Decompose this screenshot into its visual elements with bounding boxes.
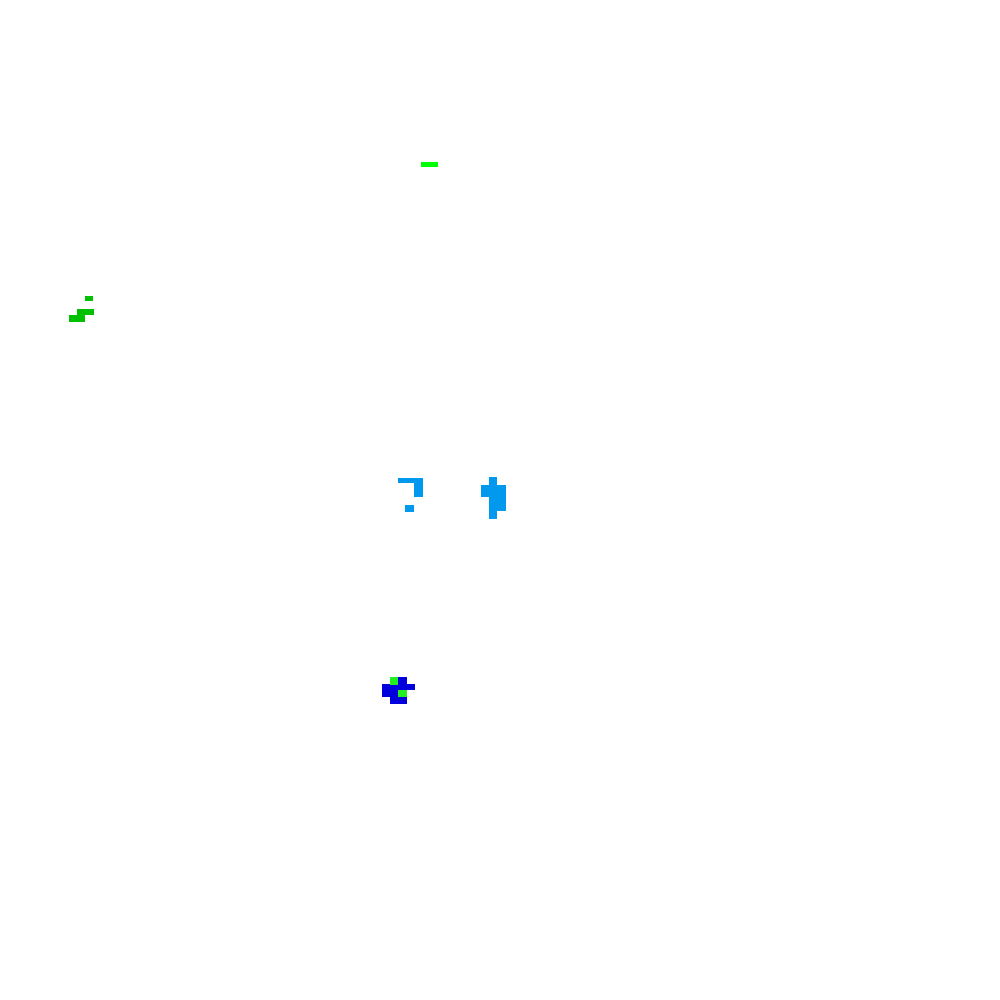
pixel-block [77, 309, 94, 315]
pixel-block [421, 162, 438, 167]
pixel-block [382, 690, 398, 697]
pixel-block [390, 677, 398, 685]
pixel-block [85, 296, 93, 301]
pixel-block [489, 497, 506, 511]
pixel-block [398, 677, 407, 685]
pixel-block [69, 315, 85, 322]
pixel-block [398, 478, 423, 483]
pixel-block [382, 684, 415, 690]
pixel-block [489, 511, 497, 519]
pixel-block [405, 505, 414, 512]
pixel-block [414, 478, 423, 497]
pixel-block [390, 697, 407, 704]
pixel-block [481, 485, 506, 497]
pixel-block [398, 690, 407, 697]
pixel-block [489, 477, 497, 485]
